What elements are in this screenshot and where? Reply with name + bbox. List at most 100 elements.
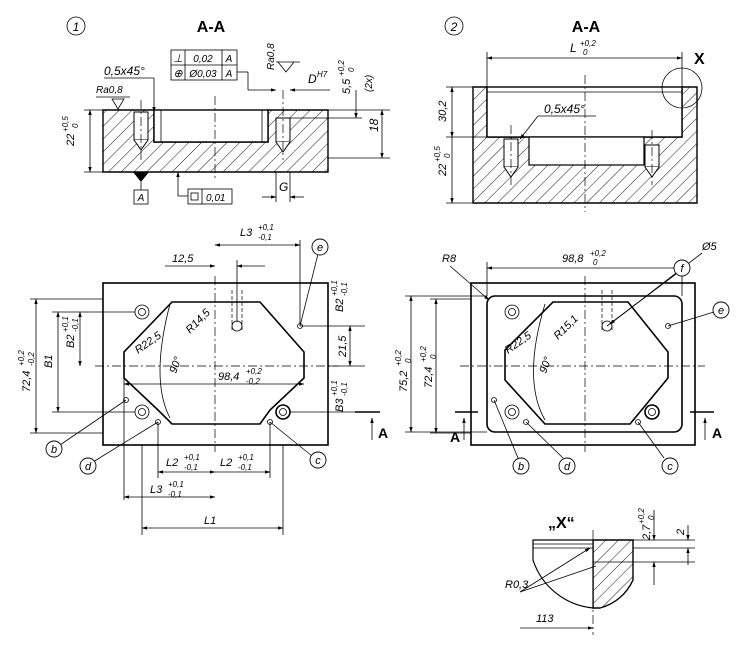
detail-d113: 113 bbox=[536, 613, 554, 625]
p2-mark-c: c bbox=[667, 461, 673, 473]
p2-w988: 98,8 bbox=[562, 253, 584, 265]
detail-h27: 2,7 bbox=[641, 524, 653, 541]
p1-b1: B1 bbox=[43, 355, 55, 368]
v1-depth: 5,5 bbox=[341, 78, 353, 94]
v1-datum-box bbox=[133, 189, 149, 205]
p1-mark-e: e bbox=[317, 242, 323, 254]
v1-tol-perp: 0,02 bbox=[193, 54, 213, 65]
v1-roughness-left: Ra0,8 bbox=[96, 85, 123, 96]
v1-g: G bbox=[279, 180, 288, 194]
svg-text:-0,2: -0,2 bbox=[246, 377, 260, 386]
svg-text:-0,1: -0,1 bbox=[184, 463, 198, 472]
p1-b2-left: B2 bbox=[65, 335, 77, 348]
p1-w724: 72,4 bbox=[21, 371, 33, 392]
p2-d5: Ø5 bbox=[701, 241, 718, 253]
svg-text:0: 0 bbox=[71, 123, 80, 128]
svg-text:-0,2: -0,2 bbox=[27, 352, 36, 366]
p1-l1: L1 bbox=[204, 515, 216, 527]
svg-text:+0,2: +0,2 bbox=[637, 508, 646, 524]
v1-flatness-frame bbox=[187, 188, 233, 205]
plan2-recess bbox=[486, 295, 683, 433]
svg-text:A: A bbox=[137, 193, 145, 204]
p1-mark-b: b bbox=[51, 444, 57, 456]
p1-l3: L3 bbox=[240, 227, 253, 239]
svg-text:A: A bbox=[225, 69, 233, 80]
v1-roughness-top: Ra0,8 bbox=[266, 43, 277, 70]
svg-text:0: 0 bbox=[347, 67, 356, 72]
svg-text:+0,2: +0,2 bbox=[394, 350, 403, 366]
p1-mark-d: d bbox=[85, 461, 92, 473]
svg-text:0: 0 bbox=[429, 354, 438, 359]
p1-r145: R14,5 bbox=[184, 306, 214, 336]
p1-r225: R22,5 bbox=[133, 329, 165, 356]
p2-h752: 75,2 bbox=[398, 371, 410, 392]
svg-text:+0,2: +0,2 bbox=[580, 39, 596, 48]
svg-text:+0,2: +0,2 bbox=[17, 350, 26, 366]
svg-text:+0,1: +0,1 bbox=[258, 223, 274, 232]
view2-section: 2 A-A L +0,2 0 X 0,5x45° 30,2 bbox=[433, 16, 705, 212]
detail-r03: R0,3 bbox=[505, 579, 529, 591]
p1-section-a: A bbox=[378, 425, 388, 441]
svg-text:+0,5: +0,5 bbox=[433, 146, 442, 162]
p1-l2-left: L2 bbox=[166, 457, 178, 469]
view1-number: 1 bbox=[73, 20, 80, 34]
svg-text:⊥: ⊥ bbox=[173, 53, 183, 65]
plan1-view: L3 +0,1 -0,1 12,5 72,4 +0,2 -0,2 B1 B2 +… bbox=[17, 223, 388, 535]
plan1-outline bbox=[102, 282, 329, 446]
svg-text:+0,2: +0,2 bbox=[246, 367, 262, 376]
svg-text:0: 0 bbox=[443, 153, 452, 158]
svg-text:-0,1: -0,1 bbox=[168, 490, 182, 499]
p1-b3: B3 bbox=[334, 398, 346, 412]
p2-r8: R8 bbox=[442, 253, 457, 265]
svg-text:0,01: 0,01 bbox=[206, 193, 225, 204]
p1-l2-right: L2 bbox=[220, 457, 232, 469]
detail-x-view: „X“ 2,7 +0,2 0 2 R0,3 113 bbox=[505, 508, 695, 635]
p2-ang: 90° bbox=[538, 355, 555, 375]
view1-pocket bbox=[153, 109, 269, 143]
p1-b2-right: B2 bbox=[334, 299, 346, 312]
p1-ang: 90° bbox=[168, 355, 185, 375]
view1-title: A-A bbox=[197, 19, 226, 36]
v1-chamfer: 0,5x45° bbox=[104, 64, 145, 78]
svg-text:+0,2: +0,2 bbox=[337, 60, 346, 76]
p1-mark-c: c bbox=[315, 455, 321, 467]
svg-text:+0,1: +0,1 bbox=[184, 453, 200, 462]
plan2-view: R8 98,8 +0,2 0 Ø5 R15,1 R22,5 90° 75,2 +… bbox=[394, 241, 730, 475]
p2-mark-b: b bbox=[518, 461, 524, 473]
svg-text:-0,1: -0,1 bbox=[340, 282, 349, 296]
detail-h2: 2 bbox=[675, 529, 687, 536]
plan2-outline bbox=[470, 282, 696, 446]
v1-thickness: 18 bbox=[367, 118, 381, 132]
v2-depth: 30,2 bbox=[437, 101, 449, 122]
svg-text:⊕: ⊕ bbox=[173, 68, 183, 80]
p2-h724: 72,4 bbox=[423, 367, 435, 388]
svg-text:A: A bbox=[225, 54, 233, 65]
svg-text:0: 0 bbox=[583, 48, 588, 57]
v2-chamfer: 0,5x45° bbox=[544, 102, 585, 116]
v2-detail-x-circle bbox=[661, 67, 703, 109]
v2-height: 22 bbox=[437, 164, 449, 177]
svg-text:-0,1: -0,1 bbox=[238, 463, 252, 472]
svg-text:+0,1: +0,1 bbox=[168, 480, 184, 489]
view2-number-circle bbox=[444, 16, 464, 36]
svg-text:+0,1: +0,1 bbox=[61, 316, 70, 332]
p1-l3-bottom: L3 bbox=[150, 484, 163, 496]
view2-number: 2 bbox=[450, 20, 458, 34]
svg-text:+0,1: +0,1 bbox=[238, 453, 254, 462]
plan2-pocket bbox=[504, 301, 669, 425]
p1-w984: 98,4 bbox=[218, 371, 239, 383]
v1-count: (2x) bbox=[364, 75, 375, 92]
view1-section: 1 A-A 22 +0,5 0 0,5x45° Ra0,8 bbox=[61, 16, 390, 205]
svg-text:+0,1: +0,1 bbox=[330, 280, 339, 296]
p1-d125: 12,5 bbox=[172, 253, 194, 265]
p2-mark-e: e bbox=[718, 305, 724, 317]
p2-section-a-right: A bbox=[712, 425, 722, 441]
svg-text:+0,5: +0,5 bbox=[61, 116, 70, 132]
svg-text:0: 0 bbox=[647, 515, 656, 520]
p2-r225: R22,5 bbox=[503, 329, 535, 356]
p2-section-a-left: A bbox=[450, 429, 460, 445]
svg-text:-0,1: -0,1 bbox=[71, 318, 80, 332]
v2-detail-x: X bbox=[694, 51, 705, 68]
view1-number-circle bbox=[66, 16, 86, 36]
